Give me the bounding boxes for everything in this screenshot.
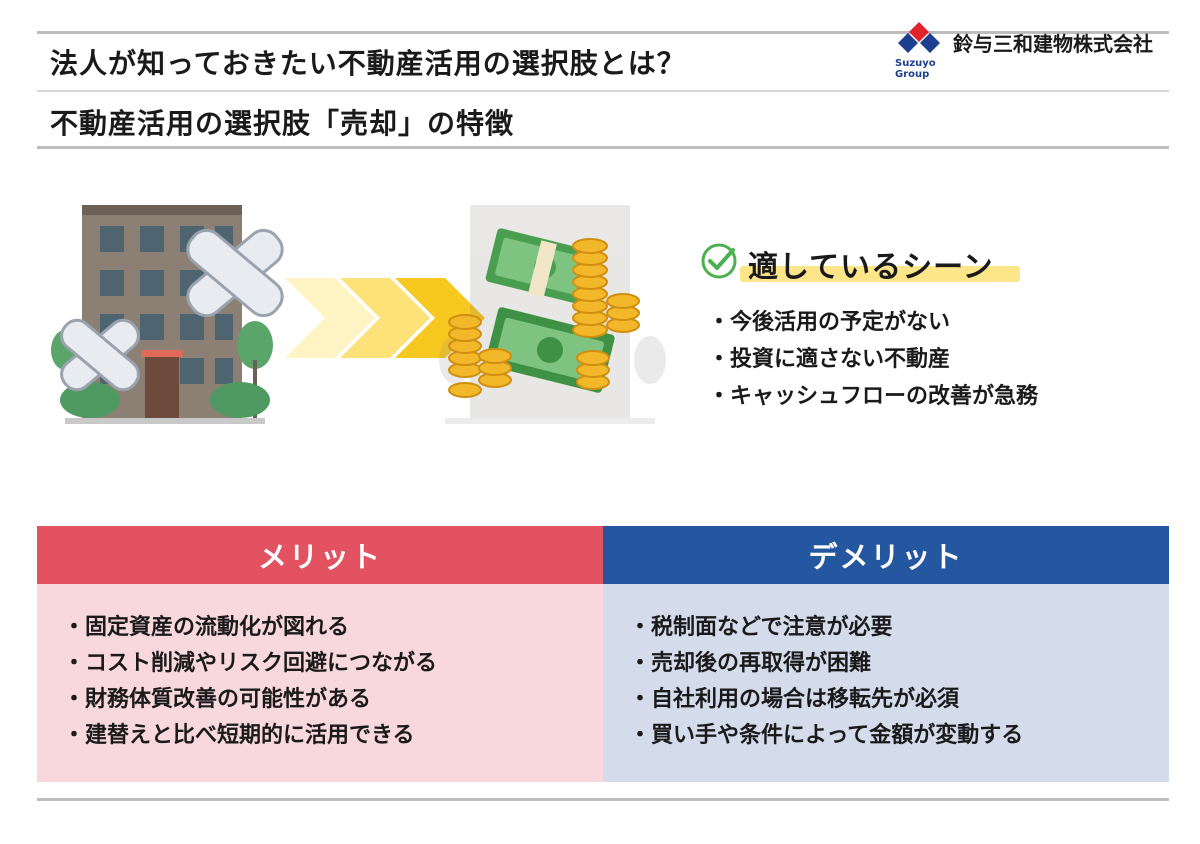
demerit-header: デメリット (603, 526, 1169, 584)
logo-group-text: Suzuyo Group (895, 58, 936, 80)
building-to-cash-illustration (51, 205, 666, 424)
scene-list: ・今後活用の予定がない ・投資に適さない不動産 ・キャッシュフローの改善が急務 (708, 304, 1038, 415)
list-item: ・投資に適さない不動産 (708, 347, 951, 372)
page-subtitle: 不動産活用の選択肢「売却」の特徴 (50, 107, 515, 140)
bottom-rule (37, 798, 1169, 801)
demerit-body: ・税制面などで注意が必要 ・売却後の再取得が困難 ・自社利用の場合は移転先が必須… (603, 584, 1169, 782)
list-item: ・固定資産の流動化が図れる (63, 615, 350, 640)
list-item: ・コスト削減やリスク回避につながる (63, 651, 438, 676)
list-item: ・買い手や条件によって金額が変動する (629, 723, 1024, 748)
list-item: ・自社利用の場合は移転先が必須 (629, 687, 960, 712)
list-item: ・税制面などで注意が必要 (629, 615, 893, 640)
list-item: ・建替えと比べ短期的に活用できる (63, 723, 415, 748)
list-item: ・キャッシュフローの改善が急務 (708, 384, 1039, 409)
company-logo: Suzuyo Group 鈴与三和建物株式会社 (895, 22, 1175, 82)
building-icon (51, 205, 273, 424)
scene-title-highlight (740, 266, 1020, 282)
bandage-icon (60, 228, 284, 392)
demerit-column: デメリット ・税制面などで注意が必要 ・売却後の再取得が困難 ・自社利用の場合は… (603, 526, 1169, 782)
merit-header: メリット (37, 526, 603, 584)
suitable-scene-panel: 適しているシーン ・今後活用の予定がない ・投資に適さない不動産 ・キャッシュフ… (700, 240, 1140, 430)
merit-body: ・固定資産の流動化が図れる ・コスト削減やリスク回避につながる ・財務体質改善の… (37, 584, 603, 782)
coin-stack-icon (448, 238, 640, 398)
merit-demerit-table: メリット ・固定資産の流動化が図れる ・コスト削減やリスク回避につながる ・財務… (37, 526, 1169, 782)
list-item: ・今後活用の予定がない (708, 310, 951, 335)
merit-column: メリット ・固定資産の流動化が図れる ・コスト削減やリスク回避につながる ・財務… (37, 526, 603, 782)
check-circle-icon (701, 243, 737, 279)
list-item: ・売却後の再取得が困難 (629, 651, 872, 676)
top-rule (37, 31, 1169, 34)
title-divider (37, 90, 1169, 92)
scene-title: 適しているシーン (748, 250, 994, 285)
list-item: ・財務体質改善の可能性がある (63, 687, 372, 712)
header-bottom-rule (37, 146, 1169, 149)
company-name: 鈴与三和建物株式会社 (953, 32, 1153, 56)
page-title: 法人が知っておきたい不動産活用の選択肢とは？ (50, 47, 686, 80)
suzuyo-logo-icon (898, 22, 940, 53)
